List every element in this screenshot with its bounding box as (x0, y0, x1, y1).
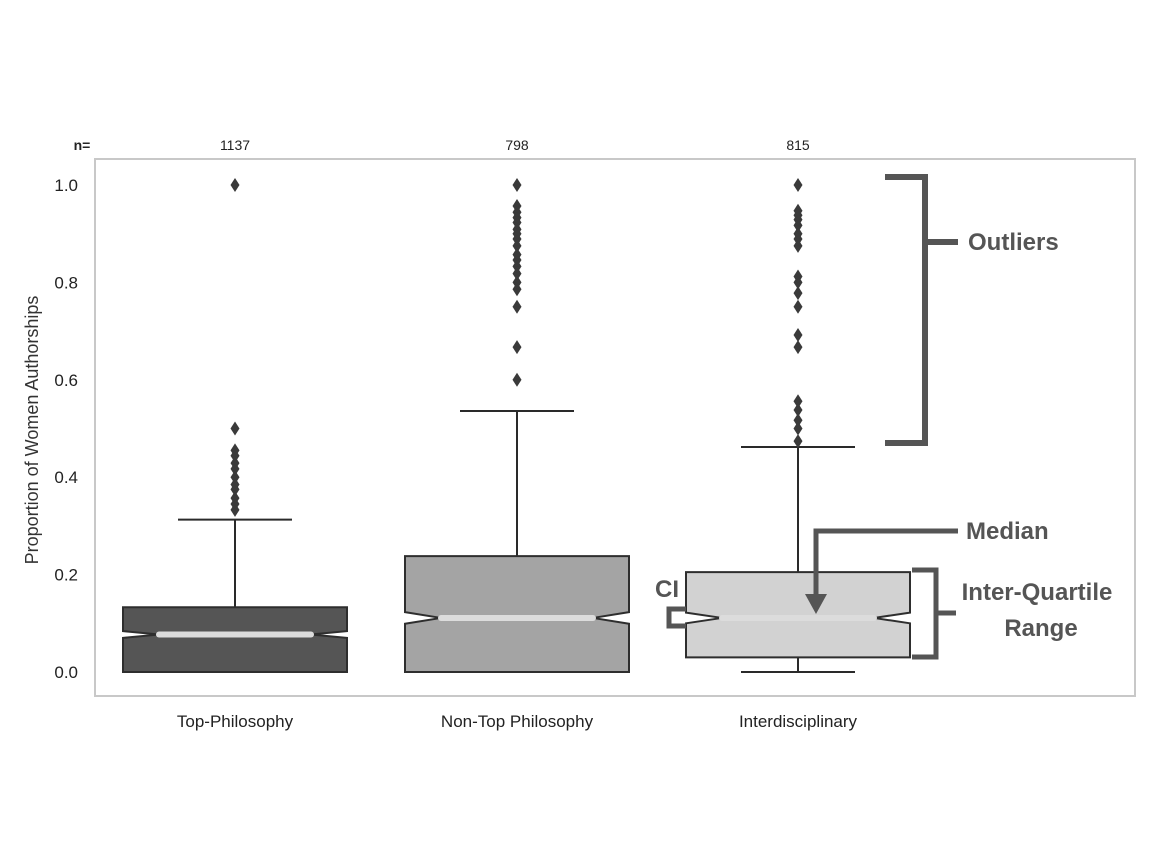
outlier-point (512, 275, 522, 290)
outlier-point (230, 477, 240, 492)
outliers-bracket (885, 174, 928, 446)
plot-frame (94, 158, 1136, 697)
outlier-point (230, 456, 240, 471)
outlier-point (230, 443, 240, 458)
ci-bracket (666, 606, 686, 629)
x-tick-label: Interdisciplinary (739, 712, 858, 731)
outlier-point (512, 299, 522, 314)
outlier-point (230, 491, 240, 506)
sample-size-label: 1137 (220, 137, 250, 153)
median-annotation: Median (966, 518, 1049, 545)
outlier-point (512, 247, 522, 262)
outlier-point (793, 178, 803, 192)
iqr-box (404, 555, 630, 673)
outlier-point (793, 394, 803, 409)
n-header: n= (74, 137, 91, 153)
outlier-point (793, 434, 803, 449)
outlier-point (793, 299, 803, 314)
outlier-point (793, 226, 803, 241)
y-tick-label: 0.4 (54, 468, 78, 487)
outlier-point (793, 402, 803, 417)
median-arrow-line (813, 528, 958, 596)
iqr-bracket (912, 567, 939, 660)
y-tick-label: 0.0 (54, 663, 78, 682)
iqr-box (685, 571, 911, 659)
outlier-point (512, 372, 522, 387)
outlier-point (793, 327, 803, 342)
ci-annotation: CI (655, 576, 679, 603)
outlier-point (793, 413, 803, 428)
outlier-point (793, 286, 803, 301)
iqr-box (122, 606, 348, 673)
outlier-point (512, 266, 522, 281)
y-axis-ticks: 0.0 0.2 0.4 0.6 0.8 1.0 (54, 176, 78, 682)
outlier-point (230, 470, 240, 485)
iqr-annotation-line2: Range (1004, 615, 1077, 642)
y-tick-label: 1.0 (54, 176, 78, 195)
outliers-annotation: Outliers (968, 229, 1059, 256)
x-tick-label: Non-Top Philosophy (441, 712, 594, 731)
median-arrow-head (805, 594, 827, 614)
outlier-point (793, 203, 803, 218)
iqr-annotation-line1: Inter-Quartile (962, 579, 1113, 606)
outlier-point (230, 421, 240, 436)
sample-size-label: 815 (786, 137, 810, 153)
outlier-point (230, 178, 240, 192)
outlier-point (512, 198, 522, 213)
outlier-point (512, 178, 522, 192)
outlier-point (793, 340, 803, 355)
outlier-point (793, 269, 803, 284)
y-tick-label: 0.8 (54, 273, 78, 292)
outlier-point (793, 421, 803, 436)
y-axis-label: Proportion of Women Authorships (22, 296, 42, 565)
y-tick-label: 0.2 (54, 566, 78, 585)
outlier-point (512, 340, 522, 355)
legend-annotations: Outliers Median CI Inter-Quartile Range (655, 174, 1113, 660)
y-tick-label: 0.6 (54, 371, 78, 390)
x-tick-label: Top-Philosophy (177, 712, 294, 731)
sample-size-label: 798 (505, 137, 529, 153)
